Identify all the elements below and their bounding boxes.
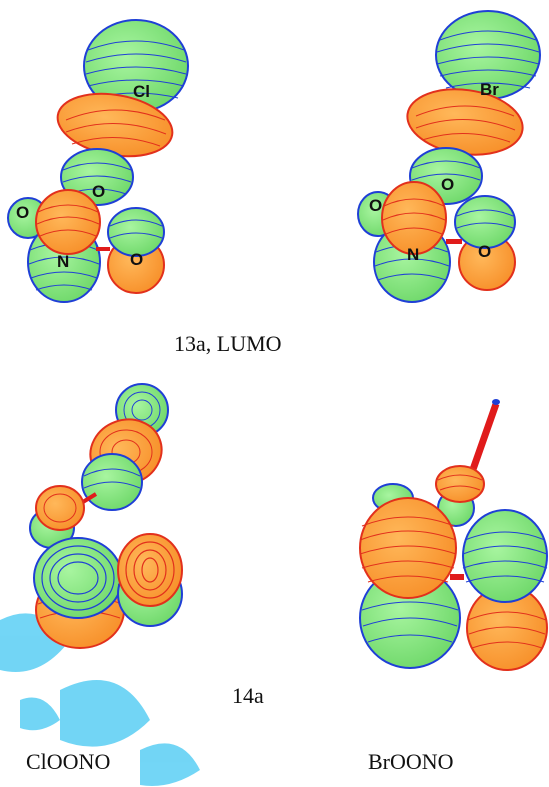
caption-cloono: ClOONO: [26, 749, 111, 774]
orbital-clo-ono-13a: Cl O O N O: [7, 19, 189, 303]
orbital-broono-13a: Br O O N O: [357, 10, 541, 303]
atom-label-o-terminal-br: O: [369, 196, 382, 215]
atom-label-n: N: [57, 252, 69, 271]
caption-broono: BrOONO: [368, 749, 454, 774]
atom-label-o-upper: O: [92, 182, 105, 201]
orbital-broono-14a: [359, 399, 548, 671]
atom-label-cl: Cl: [133, 82, 150, 101]
atom-label-o-upper-br: O: [441, 175, 454, 194]
caption-13a-lumo: 13a, LUMO: [174, 331, 282, 356]
atom-label-o-terminal: O: [16, 203, 29, 222]
caption-14a: 14a: [232, 683, 264, 708]
atom-label-o-lower-br: O: [478, 242, 491, 261]
orbital-cloono-14a: [29, 383, 183, 649]
atom-label-n-br: N: [407, 245, 419, 264]
atom-label-br: Br: [480, 80, 499, 99]
atom-label-o-lower: O: [130, 250, 143, 269]
